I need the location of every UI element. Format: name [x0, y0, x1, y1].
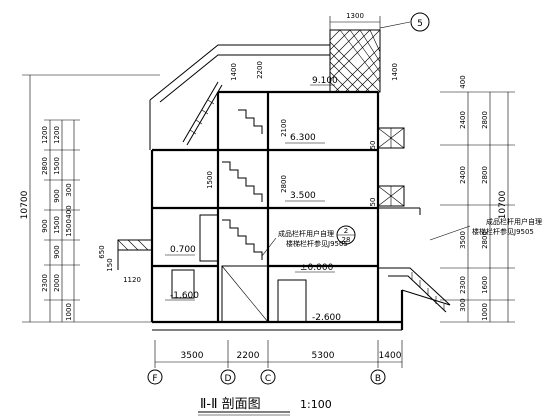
drawing-title: Ⅱ-Ⅱ 剖面图	[200, 397, 261, 412]
dim-label: 1000	[65, 303, 73, 321]
dim-label: 300	[65, 183, 73, 196]
top-dimension: 1300 5	[329, 12, 430, 32]
dim-label: 1500	[65, 219, 73, 237]
right-dimension-chains: 400 2400 2800 2400 2800 10700 3500 2800 …	[440, 75, 515, 323]
dim-label: 400	[65, 205, 73, 218]
elevation-m1600: -1.600	[170, 291, 199, 301]
dim-label: 1200	[41, 126, 49, 144]
elevation-9100: 9.100	[312, 76, 338, 86]
note-right-1: 成品栏杆用户自理	[486, 217, 542, 226]
top-dim: 1300	[346, 12, 364, 20]
axis-mark-c: C	[265, 374, 271, 384]
note-left-1: 成品栏杆用户自理	[278, 229, 334, 238]
elevation-6300: 6.300	[290, 133, 316, 143]
dim-label: 400	[459, 75, 467, 88]
axis-circle	[147, 369, 163, 385]
title-block: Ⅱ-Ⅱ 剖面图 1:100	[198, 397, 332, 416]
dim-label: 3500	[459, 231, 467, 249]
dim-label: 50	[369, 198, 377, 207]
note-right-2: 楼梯栏杆参见J9505	[472, 227, 534, 236]
interior-stairs	[221, 109, 269, 323]
dim-label: 50	[369, 141, 377, 150]
section-ref-top: 2	[344, 227, 348, 235]
axis-mark-b: B	[375, 374, 381, 384]
dim-label: 300	[459, 298, 467, 311]
drawing-scale: 1:100	[300, 398, 332, 411]
dim-label: 900	[53, 189, 61, 202]
dim-label: 2400	[459, 166, 467, 184]
dim-label: 900	[41, 219, 49, 232]
dim-label: 2800	[481, 166, 489, 184]
dim-label: 2200	[256, 61, 264, 79]
dim-label: 1500	[53, 216, 61, 234]
dim-label: 1200	[53, 126, 61, 144]
window-opening	[171, 269, 195, 299]
detail-ref-circle	[410, 12, 430, 32]
exterior-right-stair	[378, 267, 451, 313]
left-dimension-chains: 10700 1200 1200 2800 1500 300 900 400 90…	[20, 74, 160, 323]
elevation-0000: ±0.000	[300, 263, 334, 273]
bottom-dim-3: 5300	[312, 351, 335, 361]
dim-label: 2800	[280, 175, 288, 193]
bottom-dim-2: 2200	[237, 351, 260, 361]
axis-mark-f: F	[152, 374, 157, 384]
elevation-0700: 0.700	[170, 245, 196, 255]
dim-label: 2800	[481, 111, 489, 129]
dim-label: 1500	[53, 157, 61, 175]
axis-marks: F D C B	[147, 369, 386, 385]
dim-label: 900	[53, 245, 61, 258]
dim-label: 1120	[123, 276, 141, 284]
dim-label: 1400	[391, 63, 399, 81]
door-opening	[277, 279, 307, 323]
roof-railing	[182, 81, 223, 146]
elevation-labels: 9.100 6.300 3.500 0.700 ±0.000 -1.600 -2…	[165, 76, 345, 323]
dim-label: 2000	[53, 274, 61, 292]
bottom-dim-4: 1400	[379, 351, 402, 361]
building-section	[117, 29, 451, 331]
bottom-dim-1: 3500	[181, 351, 204, 361]
elevation-3500: 3.500	[290, 191, 316, 201]
dim-label: 2300	[41, 274, 49, 292]
left-total-dim: 10700	[20, 190, 30, 219]
right-balconies	[377, 127, 421, 215]
dim-label: 1500	[206, 171, 214, 189]
axis-circle	[260, 369, 276, 385]
axis-circle	[370, 369, 386, 385]
dim-label: 2800	[481, 231, 489, 249]
detail-ref: 5	[417, 19, 423, 29]
dim-label: 1600	[481, 276, 489, 294]
chimney-block	[329, 29, 381, 93]
dim-label: 150	[106, 258, 114, 271]
section-ref-bottom: 28	[342, 236, 351, 244]
dim-label: 2300	[459, 276, 467, 294]
bottom-dimension-chain: 3500 2200 5300 1400	[154, 340, 403, 368]
inner-dimensions: 1400 2200 1400 2100 2800 1500 150 650 50…	[98, 61, 399, 284]
left-entry-balcony	[117, 239, 153, 270]
axis-mark-d: D	[225, 374, 232, 384]
dim-label: 1400	[230, 63, 238, 81]
dim-label: 2100	[280, 119, 288, 137]
notes: 成品栏杆用户自理 楼梯栏杆参见J9505 成品栏杆用户自理 楼梯栏杆参见J950…	[261, 217, 542, 257]
elevation-m2600: -2.600	[312, 313, 341, 323]
dim-label: 650	[98, 245, 106, 258]
axis-circle	[220, 369, 236, 385]
note-left-2: 楼梯栏杆参见J9505	[286, 239, 348, 248]
dim-label: 1000	[481, 303, 489, 321]
right-total-dim: 10700	[498, 190, 508, 219]
door-opening	[199, 214, 219, 262]
dim-label: 2800	[41, 157, 49, 175]
dim-label: 2400	[459, 111, 467, 129]
